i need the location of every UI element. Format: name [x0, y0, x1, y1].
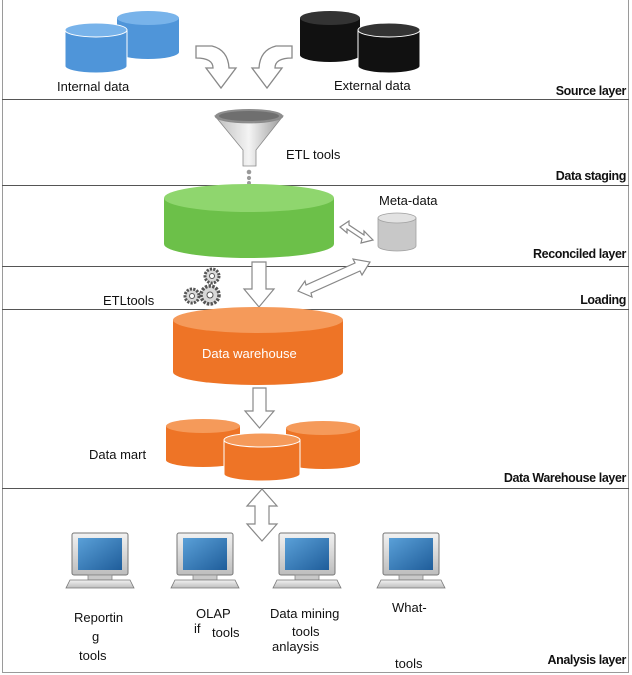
external-data-label: External data	[334, 78, 411, 93]
mart-down-arrow	[243, 387, 276, 429]
reconciled-layer-label: Reconciled layer	[533, 247, 626, 261]
data-mining-tools-label: anlaysis	[272, 639, 319, 654]
analysis-layer-label: Analysis layer	[547, 653, 627, 667]
layer-divider	[2, 185, 629, 186]
reconciled-db-icon	[164, 184, 334, 258]
external-data-db-icon	[300, 11, 421, 74]
loading-etl-label: ETLtools	[103, 293, 155, 308]
metadata-db-icon	[377, 212, 417, 252]
computer-icon	[376, 532, 446, 589]
layer-divider	[2, 488, 629, 489]
layer-divider	[2, 309, 629, 310]
loading-layer-label: Loading	[580, 293, 626, 307]
etl-tools-label: ETL tools	[286, 147, 341, 162]
what-if-tools-label: tools	[395, 656, 423, 671]
gears-icon	[183, 267, 221, 306]
computer-icon	[170, 532, 240, 589]
olap-tools-label: OLAP	[196, 606, 231, 621]
metadata-loading-arrow	[297, 258, 371, 299]
internal-data-label: Internal data	[57, 79, 130, 94]
layer-divider	[2, 99, 629, 100]
layer-divider	[2, 266, 629, 267]
internal-data-db-icon	[64, 11, 179, 74]
olap-tools-label: if	[194, 621, 201, 636]
reporting-tools-label: Reportin	[74, 610, 124, 625]
data-mining-tools-label: tools	[292, 624, 320, 639]
data-warehouse-db-icon	[173, 307, 343, 385]
data-mining-tools-label: Data mining	[270, 606, 340, 621]
data-staging-label: Data staging	[555, 169, 627, 183]
reporting-tools-label: g	[92, 629, 100, 644]
metadata-label: Meta-data	[379, 193, 438, 208]
source-inflow-arrows	[195, 45, 293, 90]
funnel-icon	[214, 109, 284, 185]
computer-icon	[272, 532, 342, 589]
metadata-link-arrow	[339, 219, 375, 244]
olap-tools-label: tools	[212, 625, 240, 640]
dw-layer-label: Data Warehouse layer	[503, 471, 627, 485]
computer-icon	[65, 532, 135, 589]
reporting-tools-label: tools	[79, 648, 107, 663]
load-down-arrow	[242, 261, 276, 308]
data-mart-label: Data mart	[89, 447, 147, 462]
what-if-tools-label: What-	[392, 600, 427, 615]
source-layer-label: Source layer	[555, 84, 627, 98]
data-warehouse-label: Data warehouse	[202, 346, 297, 361]
analysis-double-arrow	[245, 488, 279, 542]
data-mart-db-icon	[166, 419, 360, 482]
